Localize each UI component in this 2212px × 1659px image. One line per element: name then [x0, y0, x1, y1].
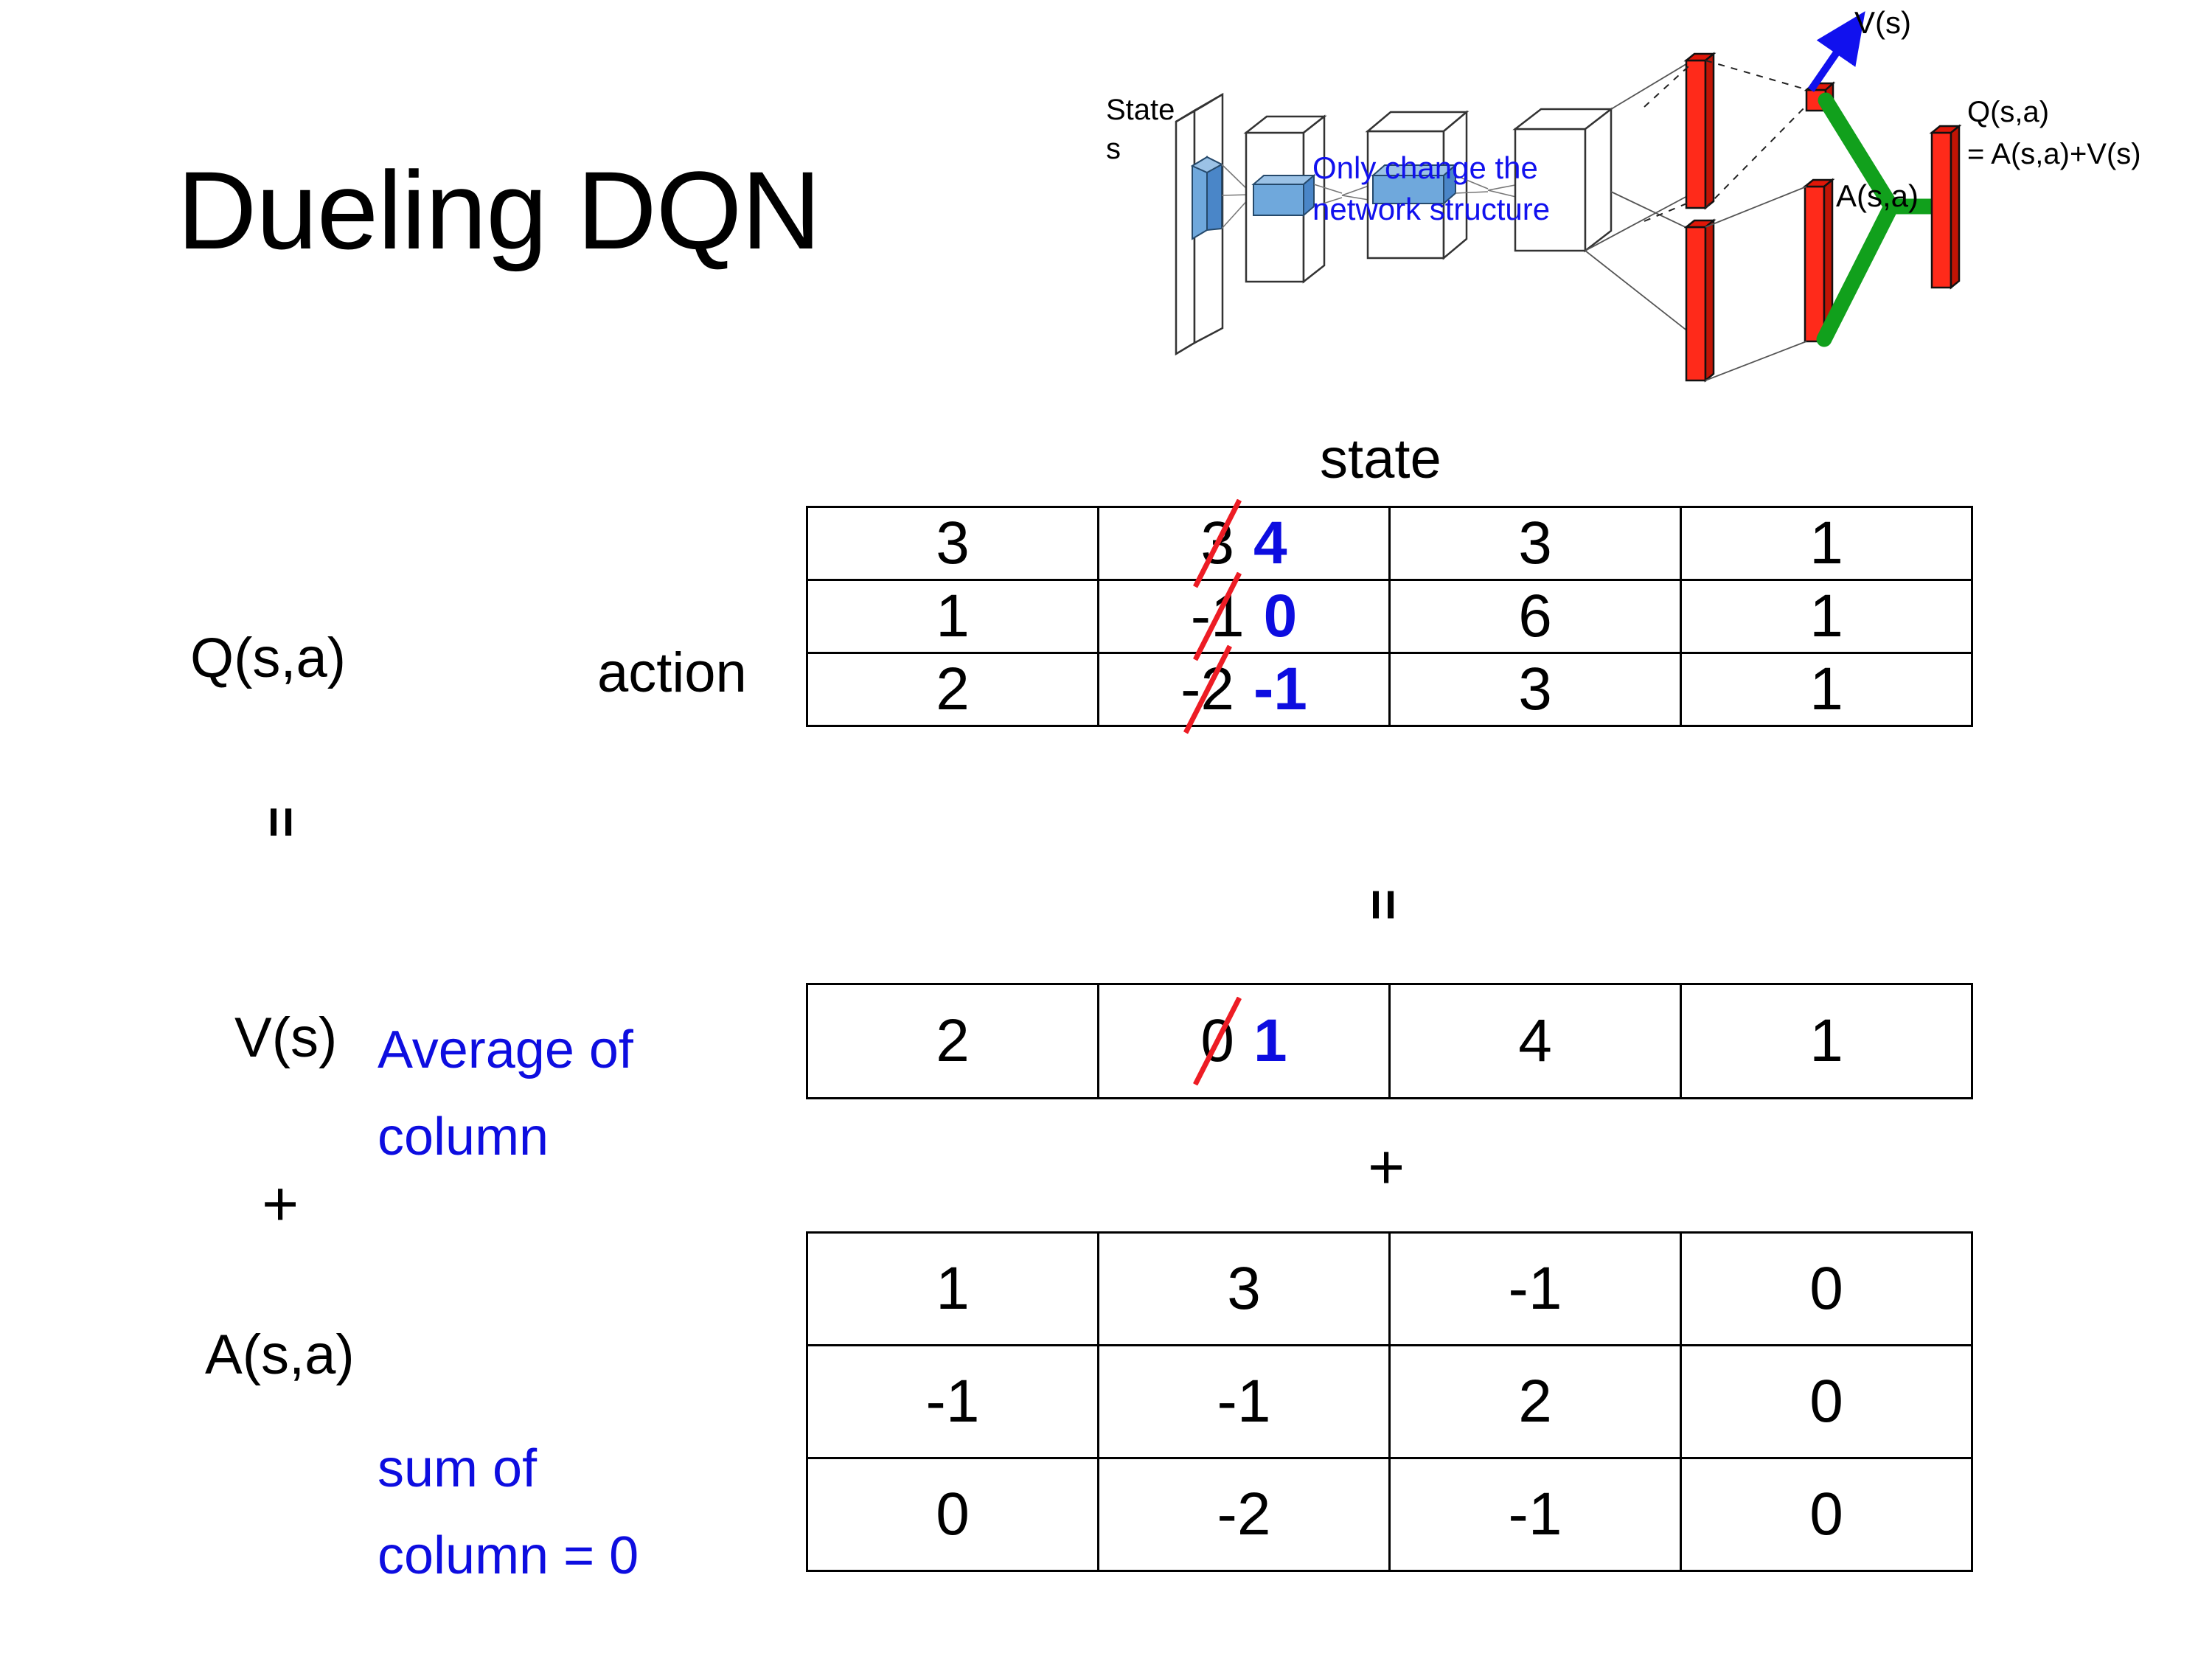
v-cell-c2: 4 [1388, 983, 1682, 1099]
diagram-value-label: V(s) [1854, 7, 1911, 40]
equals-sign-between-tables: = [1353, 888, 1415, 921]
v-function-label: V(s) [234, 1006, 338, 1069]
value-arrow-icon [1807, 11, 1865, 92]
a-cell-r2c3: 0 [1680, 1457, 1973, 1572]
q-cell-r2c0: 2 [806, 652, 1099, 727]
stream-split-lines [1585, 62, 1689, 333]
corrected-new-value: -1 [1253, 655, 1307, 723]
connection-fan-3 [1455, 175, 1520, 198]
advantage-output-bar-icon [1802, 178, 1835, 344]
conv-block-3-icon [1512, 107, 1614, 253]
a-cell-r2c1: -2 [1097, 1457, 1391, 1572]
a-cell-r2c0: 0 [806, 1457, 1099, 1572]
a-cell-r0c2: -1 [1388, 1231, 1682, 1346]
conv-feature-1-icon [1251, 173, 1316, 218]
struck-old-value: 0 [1193, 996, 1242, 1086]
conv-feature-2-icon [1371, 163, 1458, 206]
q-cell-r1c0: 1 [806, 579, 1099, 654]
dueling-network-diagram: State s Only change the network structur… [1099, 7, 2205, 413]
input-receptive-field-icon [1190, 156, 1224, 240]
a-function-label: A(s,a) [205, 1324, 355, 1386]
sum-note-line1: sum of [378, 1439, 538, 1498]
action-axis-label: action [597, 641, 747, 704]
v-value-table: 2 0 1 4 1 [806, 983, 1973, 1099]
a-cell-r0c1: 3 [1097, 1231, 1391, 1346]
average-note-line1: Average of [378, 1020, 633, 1079]
table-row: -1 -1 2 0 [806, 1344, 1973, 1459]
diagram-advantage-label: A(s,a) [1836, 178, 1919, 213]
diagram-q-label-line2: = A(s,a)+V(s) [1967, 138, 2141, 170]
diagram-input-label-line2: s [1106, 133, 1121, 165]
a-cell-r1c0: -1 [806, 1344, 1099, 1459]
q-cell-r0c1: 3 4 [1097, 498, 1391, 588]
v-cell-c1: 0 1 [1097, 983, 1391, 1099]
q-cell-r2c1: -2 -1 [1097, 644, 1391, 734]
v-cell-c3: 1 [1680, 983, 1973, 1099]
q-cell-r2c3: 1 [1680, 652, 1973, 727]
page-title: Dueling DQN [177, 148, 821, 272]
struck-old-value: 3 [1193, 498, 1242, 588]
corrected-new-value: 0 [1263, 582, 1298, 650]
connection-fan-2 [1313, 184, 1374, 207]
q-cell-r0c2: 3 [1388, 506, 1682, 581]
state-axis-label: state [1320, 428, 1441, 490]
struck-old-value: -1 [1191, 571, 1245, 661]
diagram-q-label-line1: Q(s,a) [1967, 96, 2049, 128]
plus-sign-left: + [262, 1169, 299, 1239]
equals-sign-left: = [251, 806, 313, 838]
q-cell-r2c2: 3 [1388, 652, 1682, 727]
connection-fan-1 [1221, 164, 1269, 229]
sum-note-line2: column = 0 [378, 1526, 639, 1585]
a-cell-r1c1: -1 [1097, 1344, 1391, 1459]
plus-sign-between-tables: + [1368, 1132, 1405, 1203]
q-cell-r1c2: 6 [1388, 579, 1682, 654]
value-stream-bar-icon [1683, 52, 1717, 210]
diagram-note-line2: network structure [1312, 192, 1550, 226]
struck-old-value: -2 [1180, 644, 1234, 734]
a-cell-r2c2: -1 [1388, 1457, 1682, 1572]
table-row: 2 -2 -1 3 1 [806, 644, 1973, 734]
table-row: 0 -2 -1 0 [806, 1457, 1973, 1572]
table-row: 3 3 4 3 1 [806, 498, 1973, 588]
aggregation-merge-icon [1816, 92, 1944, 347]
q-function-label: Q(s,a) [190, 627, 347, 689]
table-row: 2 0 1 4 1 [806, 983, 1973, 1099]
q-cell-r1c3: 1 [1680, 579, 1973, 654]
table-row: 1 3 -1 0 [806, 1231, 1973, 1346]
q-cell-r0c0: 3 [806, 506, 1099, 581]
v-cell-c0: 2 [806, 983, 1099, 1099]
diagram-input-label-line1: State [1106, 94, 1175, 126]
advantage-stream-links [1705, 186, 1807, 381]
a-cell-r0c0: 1 [806, 1231, 1099, 1346]
average-note-line2: column [378, 1107, 549, 1166]
diagram-note-line1: Only change the [1312, 150, 1538, 185]
q-cell-r1c1: -1 0 [1097, 571, 1391, 661]
q-value-table: 3 3 4 3 1 1 -1 [806, 498, 1973, 734]
a-cell-r1c2: 2 [1388, 1344, 1682, 1459]
advantage-value-table: 1 3 -1 0 -1 -1 2 0 0 -2 -1 [806, 1231, 1973, 1572]
q-cell-r0c3: 1 [1680, 506, 1973, 581]
a-cell-r0c3: 0 [1680, 1231, 1973, 1346]
input-plane-icon [1175, 92, 1224, 356]
corrected-new-value: 1 [1253, 1007, 1287, 1074]
q-output-bar-icon [1929, 124, 1962, 290]
table-row: 1 -1 0 6 1 [806, 571, 1973, 661]
corrected-new-value: 4 [1253, 509, 1287, 577]
value-stream-dashed-links [1644, 60, 1809, 222]
a-cell-r1c3: 0 [1680, 1344, 1973, 1459]
advantage-stream-bar-icon [1683, 218, 1717, 383]
